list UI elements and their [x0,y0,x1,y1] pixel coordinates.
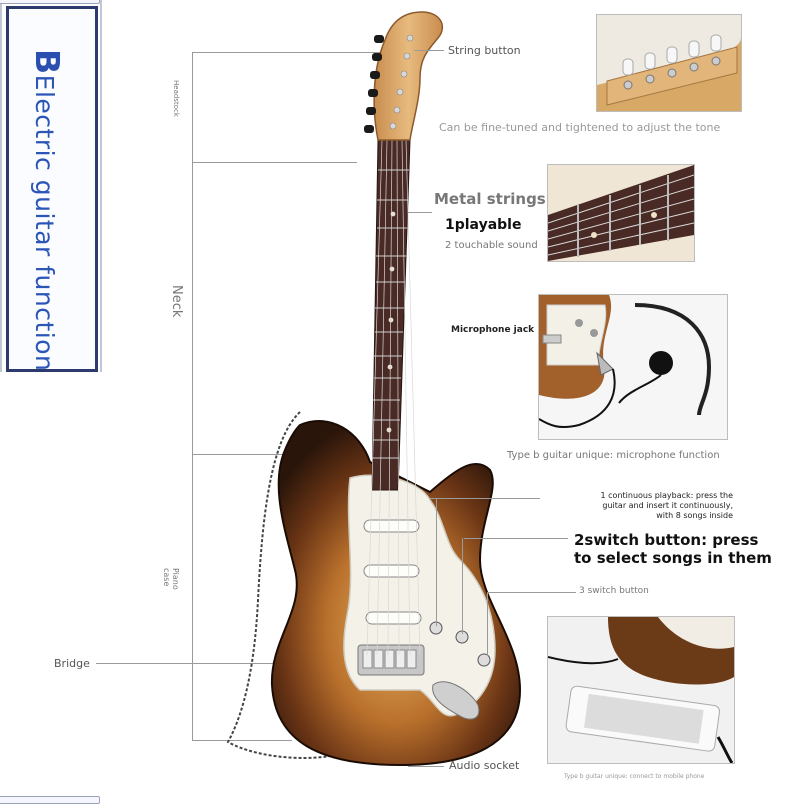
pickup-bridge [365,611,422,625]
continuous-playback-text: 1 continuous playback: press the guitar … [588,491,733,521]
continuous-line-3: with 8 songs inside [656,511,733,520]
bridge-line [96,663,364,664]
switch-button-text: 2switch button: press to select songs in… [574,531,772,567]
continuous-line-2: guitar and insert it continuously, [602,501,733,510]
switch-drop [462,538,463,634]
fretboard-closeup-photo [547,164,695,262]
microphone-drawing [539,295,712,429]
continuous-line-1: 1 continuous playback: press the [600,491,733,500]
string-button-line [414,50,444,51]
microphone-jack-label: Microphone jack [451,325,535,335]
mobile-phone-desc: Type b guitar unique: connect to mobile … [564,773,705,780]
switch-line-2: to select songs in them [574,549,772,567]
audio-socket-label: Audio socket [449,759,520,772]
panel-top-cap [0,0,100,4]
bridge-label: Bridge [54,657,90,670]
switch-small-drop [487,592,488,656]
pickup-middle [363,564,420,578]
touchable-label: 2 touchable sound [445,240,538,251]
audio-socket-line [408,766,444,767]
headstock-bottom-line [192,162,357,163]
neck-bottom-line [192,454,357,455]
switch-small-line [488,592,576,593]
knob-3 [477,653,491,667]
continuous-line [430,498,540,499]
tuning-posts [389,34,414,130]
microphone-jack-plate [432,681,480,720]
metal-strings-label: Metal strings [434,190,546,208]
neck-bracket [192,162,193,454]
string-button-desc: Can be fine-tuned and tightened to adjus… [439,121,721,134]
microphone-desc: Type b guitar unique: microphone functio… [507,450,720,461]
guitar-strap-cable [226,411,346,759]
pickup-neck [363,519,420,533]
body-bottom-line [192,740,292,741]
body-bracket [192,454,193,740]
title-frame: BElectric guitar function [6,6,98,372]
strings [366,139,421,656]
fretboard-closeup-drawing [548,165,694,261]
frets [372,169,409,459]
microphone-photo [538,294,728,440]
headstock-closeup-drawing [597,34,741,111]
metal-strings-line [408,212,432,213]
headstock-bracket [192,52,193,162]
string-button-label: String button [448,44,521,57]
switch-line-1: 2switch button: press [574,531,759,549]
mobile-connection-photo [547,616,735,764]
mobile-connection-drawing [548,617,734,763]
switch-small-label: 3 switch button [579,586,649,596]
headstock [373,11,443,141]
title-panel: BElectric guitar function [0,0,102,804]
playable-label: 1playable [445,217,522,233]
guitar-neck [371,139,411,491]
headstock-top-line [192,52,412,53]
tuning-pegs [364,35,384,133]
continuous-drop [436,498,437,626]
headstock-closeup-photo [596,14,742,112]
switch-line [464,538,568,539]
